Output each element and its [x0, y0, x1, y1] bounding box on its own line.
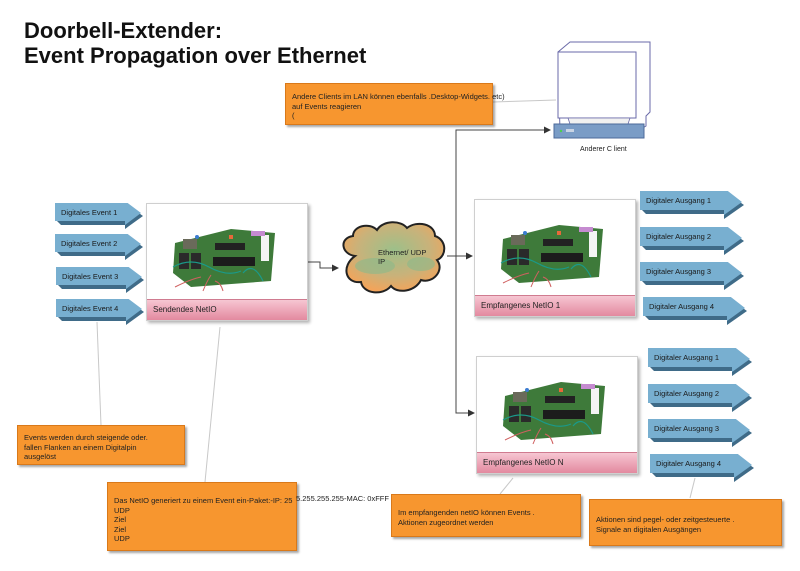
output-arrow: Digitaler Ausgang 3	[648, 419, 754, 447]
output-arrow: Digitaler Ausgang 4	[643, 297, 749, 325]
output-arrow: Digitaler Ausgang 2	[648, 384, 754, 412]
note-line: UDP	[114, 534, 130, 543]
note-line: Im empfangenden netIO können Events .	[398, 508, 535, 517]
output-label: Digitaler Ausgang 2	[646, 232, 712, 241]
receiver-netio-label: Empfangenes NetIO N	[477, 452, 637, 473]
note-line: Das NetIO generiert zu einem Event ein-P…	[114, 496, 293, 505]
note-line: Aktionen sind pegel- oder zeitgesteuerte…	[596, 515, 735, 524]
note-line: ausgelöst	[24, 452, 57, 461]
note-line: fallen Flanken an einem Digitalpin	[24, 442, 137, 452]
callout-line	[689, 477, 696, 499]
note-other-clients: Andere Clients im LAN können ebenfalls .…	[285, 83, 505, 125]
output-label: Digitaler Ausgang 4	[649, 302, 715, 311]
input-event-label: Digitales Event 2	[61, 239, 118, 248]
note-packet-generation: Das NetIO generiert zu einem Event ein-P…	[107, 482, 297, 551]
note-receiver-events: Im empfangenden netIO können Events . Ak…	[391, 494, 581, 537]
callout-line	[204, 326, 221, 483]
note-line: Andere Clients im LAN können ebenfalls .…	[292, 92, 505, 101]
output-label: Digitaler Ausgang 2	[654, 389, 720, 398]
input-event-arrow: Digitales Event 3	[56, 267, 146, 293]
network-label-line-1: Ethernet/ UDP	[378, 248, 427, 257]
circuit-board-image	[499, 217, 605, 289]
note-line: Signale an digitalen Ausgängen	[596, 524, 702, 534]
input-event-label: Digitales Event 3	[62, 272, 119, 281]
note-packet-overflow-text: 5.255.255.255-MAC: 0xFFF	[296, 494, 389, 503]
note-line: Ziel	[114, 524, 127, 534]
input-event-label: Digitales Event 4	[62, 304, 119, 313]
note-line: Ziel	[114, 515, 127, 524]
circuit-board-image	[501, 374, 607, 446]
output-label: Digitaler Ausgang 1	[654, 353, 720, 362]
cloud-to-client-connector	[455, 126, 551, 256]
sender-netio-label: Sendendes NetIO	[147, 299, 307, 320]
note-line: (	[292, 111, 295, 120]
output-arrow: Digitaler Ausgang 4	[650, 454, 756, 482]
receiver-netio-card: Empfangenes NetIO N	[476, 356, 638, 474]
note-line: Events werden durch steigende oder.	[24, 433, 148, 442]
note-line: Aktionen zugeordnet werden	[398, 517, 494, 527]
receiver-netio-card: Empfangenes NetIO 1	[474, 199, 636, 317]
sender-netio-card: Sendendes NetIO	[146, 203, 308, 321]
note-line: auf Events reagieren	[292, 101, 362, 111]
note-events-trigger: Events werden durch steigende oder. fall…	[17, 425, 185, 465]
computer-icon	[553, 41, 651, 139]
diagram-title: Doorbell-Extender: Event Propagation ove…	[24, 18, 366, 68]
input-event-arrow: Digitales Event 4	[56, 299, 146, 325]
circuit-board-image	[171, 221, 277, 293]
output-label: Digitaler Ausgang 3	[654, 424, 720, 433]
output-label: Digitaler Ausgang 1	[646, 196, 712, 205]
input-event-arrow: Digitales Event 2	[55, 234, 145, 260]
output-label: Digitaler Ausgang 3	[646, 267, 712, 276]
input-event-label: Digitales Event 1	[61, 208, 118, 217]
callout-line	[96, 321, 102, 426]
output-label: Digitaler Ausgang 4	[656, 459, 722, 468]
callout-line	[492, 99, 557, 103]
cloud-to-receiverN-connector	[455, 256, 475, 417]
output-arrow: Digitaler Ausgang 3	[640, 262, 746, 290]
network-cloud-icon	[342, 221, 446, 294]
client-label: Anderer C lient	[580, 146, 627, 153]
note-line: UDP	[114, 505, 130, 515]
title-line-1: Doorbell-Extender:	[24, 18, 223, 43]
input-event-arrow: Digitales Event 1	[55, 203, 145, 229]
network-label-line-2: IP	[378, 257, 386, 266]
output-arrow: Digitaler Ausgang 1	[648, 348, 754, 376]
note-actions: Aktionen sind pegel- oder zeitgesteuerte…	[589, 499, 782, 546]
output-arrow: Digitaler Ausgang 2	[640, 227, 746, 255]
sender-to-cloud-connector	[306, 261, 339, 272]
receiver-netio-label: Empfangenes NetIO 1	[475, 295, 635, 316]
output-arrow: Digitaler Ausgang 1	[640, 191, 746, 219]
title-line-2: Event Propagation over Ethernet	[24, 43, 367, 68]
callout-line	[499, 477, 514, 495]
network-label: Ethernet/ UDP IP	[378, 248, 426, 266]
